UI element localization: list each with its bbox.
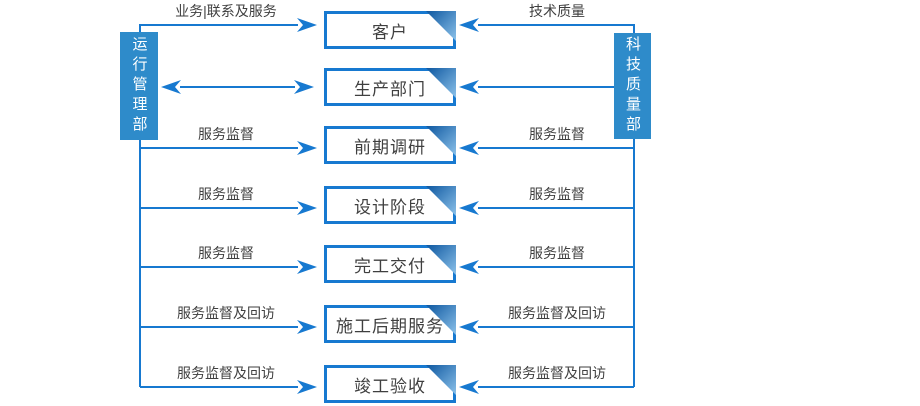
arrow-left-icon	[459, 141, 479, 155]
arrow-left-icon	[459, 201, 479, 215]
right-label-service-supervision-visit-2: 服务监督及回访	[508, 365, 606, 381]
arrow-left-icon	[161, 80, 181, 94]
stage-label-preliminary-research: 前期调研	[354, 137, 426, 157]
right-label-service-supervision-3: 服务监督	[529, 245, 585, 261]
stage-label-post-construction-service: 施工后期服务	[336, 316, 444, 336]
dept-bar-technology-quality: 科技质量部	[614, 33, 651, 139]
arrow-right-icon	[294, 80, 314, 94]
left-label-service-supervision-1: 服务监督	[198, 126, 254, 142]
right-label-service-supervision-2: 服务监督	[529, 186, 585, 202]
left-connector-lines	[139, 24, 298, 388]
right-label-technical-quality: 技术质量	[529, 3, 585, 19]
arrow-left-icon	[459, 80, 479, 94]
connector-left-row1	[139, 24, 298, 32]
right-label-service-supervision-1: 服务监督	[529, 126, 585, 142]
arrow-right-icon	[297, 320, 317, 334]
right-label-service-supervision-visit-1: 服务监督及回访	[508, 305, 606, 321]
left-label-service-supervision-3: 服务监督	[198, 245, 254, 261]
stage-label-design-phase: 设计阶段	[354, 197, 426, 217]
arrow-right-icon	[297, 201, 317, 215]
connector-right-row1	[478, 24, 635, 33]
stage-label-completion-delivery: 完工交付	[354, 256, 426, 276]
left-label-service-supervision-visit-1: 服务监督及回访	[177, 305, 275, 321]
stage-label-customer: 客户	[372, 22, 408, 42]
left-label-business-contact-service: 业务|联系及服务	[175, 3, 277, 19]
arrow-left-icon	[459, 380, 479, 394]
stage-box-customer: 客户	[324, 11, 456, 49]
right-connector-lines	[478, 24, 635, 388]
stage-box-completion-delivery: 完工交付	[324, 245, 456, 283]
arrow-left-icon	[459, 18, 479, 32]
stage-box-post-construction-service: 施工后期服务	[324, 305, 456, 343]
arrow-left-icon	[459, 260, 479, 274]
dept-bar-operations-management: 运行管理部	[120, 32, 158, 140]
left-label-service-supervision-visit-2: 服务监督及回访	[177, 365, 275, 381]
stage-box-final-acceptance: 竣工验收	[324, 365, 456, 403]
left-label-service-supervision-2: 服务监督	[198, 186, 254, 202]
arrow-right-icon	[297, 18, 317, 32]
arrow-right-icon	[297, 141, 317, 155]
stage-label-production-department: 生产部门	[354, 79, 426, 99]
arrow-right-icon	[297, 380, 317, 394]
arrow-left-icon	[459, 320, 479, 334]
stage-label-final-acceptance: 竣工验收	[354, 376, 426, 396]
arrow-right-icon	[297, 260, 317, 274]
stage-box-preliminary-research: 前期调研	[324, 126, 456, 164]
stage-box-production-department: 生产部门	[324, 68, 456, 106]
stage-box-design-phase: 设计阶段	[324, 186, 456, 224]
